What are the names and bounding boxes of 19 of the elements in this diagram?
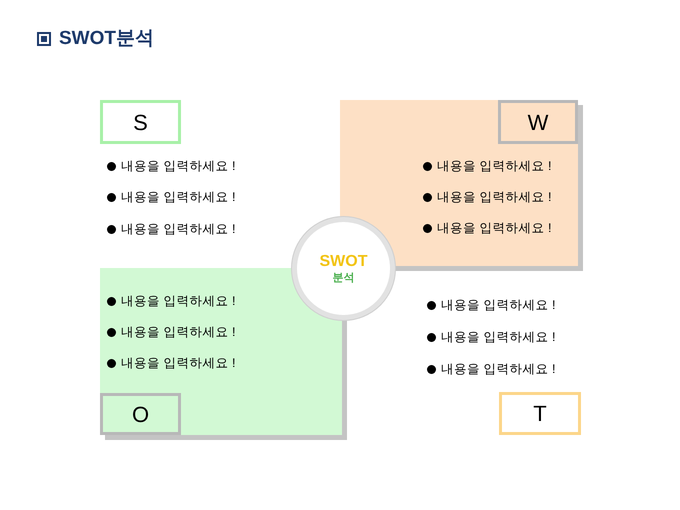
bullet-text: 내용을 입력하세요 ! [441, 361, 556, 377]
bullet-text: 내용을 입력하세요 ! [121, 355, 236, 371]
bullet-text: 내용을 입력하세요 ! [441, 329, 556, 345]
bullet-text: 내용을 입력하세요 ! [437, 189, 552, 205]
circle-title: SWOT [320, 252, 368, 270]
bullet-text: 내용을 입력하세요 ! [441, 297, 556, 313]
bullet-text: 내용을 입력하세요 ! [121, 221, 236, 237]
letter-box: T [499, 392, 581, 435]
bullet-text: 내용을 입력하세요 ! [121, 189, 236, 205]
bullet-text: 내용을 입력하세요 ! [437, 220, 552, 236]
circle-subtitle: 분석 [332, 270, 354, 284]
bullet-text: 내용을 입력하세요 ! [437, 158, 552, 174]
letter-box: O [100, 393, 181, 435]
bullet-text: 내용을 입력하세요 ! [121, 324, 236, 340]
bullet-text: 내용을 입력하세요 ! [121, 293, 236, 309]
page-title: SWOT분석 [59, 27, 154, 51]
bullet-text: 내용을 입력하세요 ! [121, 158, 236, 174]
letter-box: S [100, 100, 181, 144]
letter-box: W [498, 100, 578, 144]
